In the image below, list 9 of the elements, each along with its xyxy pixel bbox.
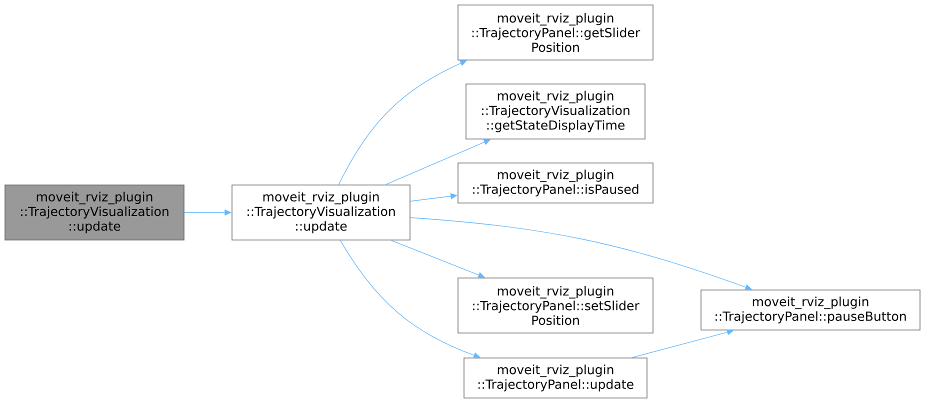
- function-box: moveit_rviz_plugin ::TrajectoryPanel::isPaused: [458, 162, 654, 204]
- function-box: moveit_rviz_plugin ::TrajectoryVisualization ::getStateDisplayTime: [466, 84, 646, 140]
- function-box: moveit_rviz_plugin ::TrajectoryVisualization ::update: [4, 184, 184, 240]
- function-box: moveit_rviz_plugin ::TrajectoryVisualization ::update: [232, 184, 410, 240]
- function-box: moveit_rviz_plugin ::TrajectoryPanel::pauseButton: [700, 290, 920, 330]
- arrow: [632, 329, 734, 358]
- function-box: moveit_rviz_plugin ::TrajectoryPanel::update: [464, 358, 648, 398]
- function-box: moveit_rviz_plugin ::TrajectoryPanel::getSlider Position: [458, 4, 654, 60]
- function-box: moveit_rviz_plugin ::TrajectoryPanel::setSlider Position: [458, 278, 654, 334]
